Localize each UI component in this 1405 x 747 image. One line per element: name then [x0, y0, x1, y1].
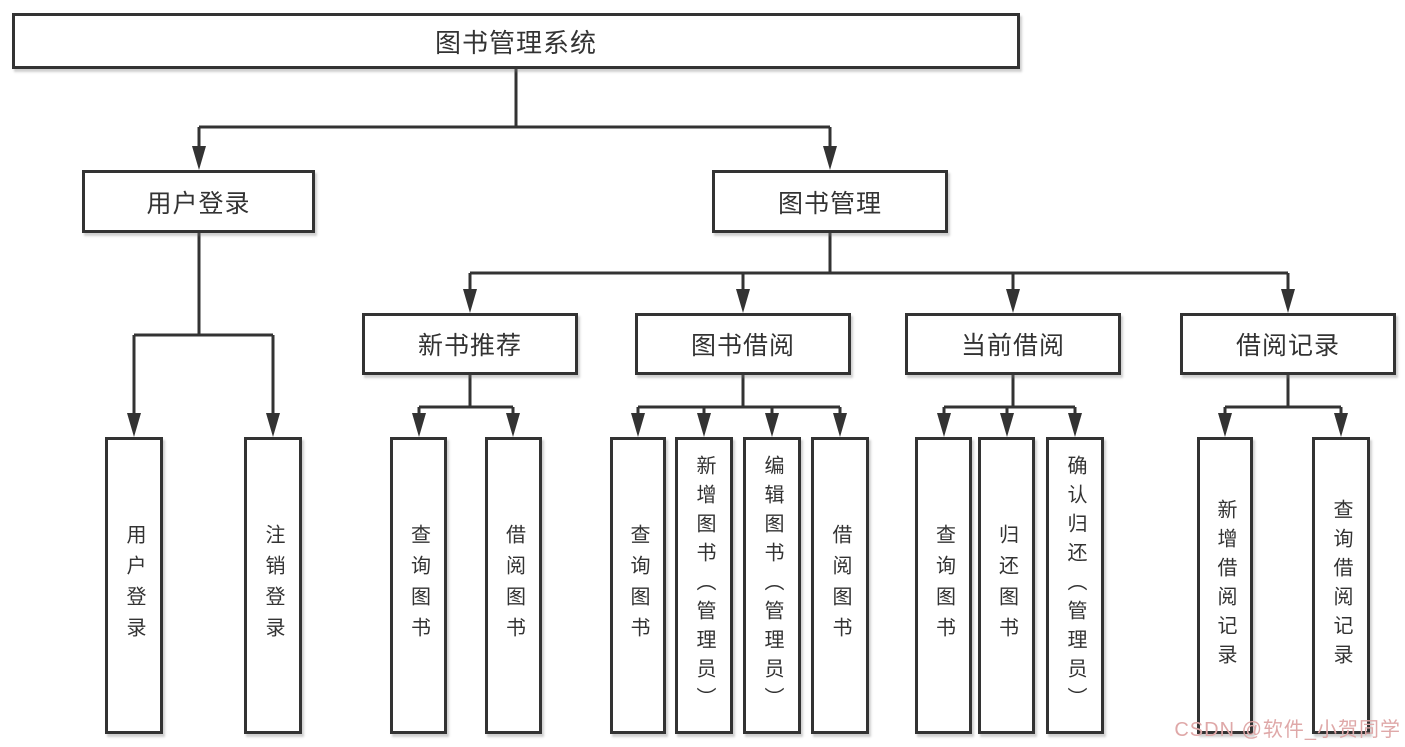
- leaf-label: 借阅图书: [829, 523, 851, 648]
- node-label: 当前借阅: [960, 332, 1065, 360]
- node-label: 图书管理系统: [434, 27, 597, 58]
- leaf-label: 借阅图书: [502, 523, 525, 648]
- leaf-label: 注销登录: [262, 523, 284, 648]
- leaf-label: 查询图书: [627, 523, 649, 648]
- leaf-borrow-books-recommend: 借阅图书: [485, 437, 542, 734]
- leaf-label: 查询图书: [407, 523, 430, 648]
- leaf-label: 编辑图书（管理员）: [761, 455, 783, 716]
- csdn-watermark: CSDN @软件_小贺同学: [1174, 719, 1401, 741]
- node-label: 图书管理: [777, 189, 882, 218]
- leaf-label: 归还图书: [995, 523, 1018, 648]
- leaf-label: 新增借阅记录: [1214, 498, 1236, 673]
- leaf-logout-login: 注销登录: [244, 437, 302, 734]
- leaf-label: 新增图书（管理员）: [693, 455, 715, 716]
- leaf-query-borrow-record: 查询借阅记录: [1312, 437, 1370, 734]
- leaf-return-books: 归还图书: [978, 437, 1035, 734]
- leaf-borrow-books: 借阅图书: [811, 437, 869, 734]
- leaf-add-books-admin: 新增图书（管理员）: [675, 437, 733, 734]
- node-book-borrow: 图书借阅: [635, 313, 851, 375]
- leaf-edit-books-admin: 编辑图书（管理员）: [743, 437, 801, 734]
- leaf-confirm-return-admin: 确认归还（管理员）: [1046, 437, 1104, 734]
- leaf-label: 查询图书: [932, 523, 955, 648]
- node-user-login: 用户登录: [82, 170, 315, 233]
- leaf-label: 确认归还（管理员）: [1064, 455, 1086, 716]
- node-label: 图书借阅: [690, 332, 795, 360]
- node-label: 新书推荐: [417, 332, 522, 360]
- node-new-book-recommend: 新书推荐: [362, 313, 578, 375]
- leaf-user-login: 用户登录: [105, 437, 163, 734]
- node-label: 用户登录: [146, 189, 251, 218]
- leaf-query-books-current: 查询图书: [915, 437, 972, 734]
- leaf-label: 查询借阅记录: [1330, 498, 1352, 673]
- leaf-label: 用户登录: [123, 523, 145, 648]
- node-current-borrow: 当前借阅: [905, 313, 1121, 375]
- leaf-query-books-recommend: 查询图书: [390, 437, 447, 734]
- node-library-management-system: 图书管理系统: [12, 13, 1020, 69]
- node-borrow-records: 借阅记录: [1180, 313, 1396, 375]
- node-book-management: 图书管理: [712, 170, 948, 233]
- node-label: 借阅记录: [1235, 332, 1340, 360]
- leaf-add-borrow-record: 新增借阅记录: [1197, 437, 1253, 734]
- leaf-query-books-borrow: 查询图书: [610, 437, 666, 734]
